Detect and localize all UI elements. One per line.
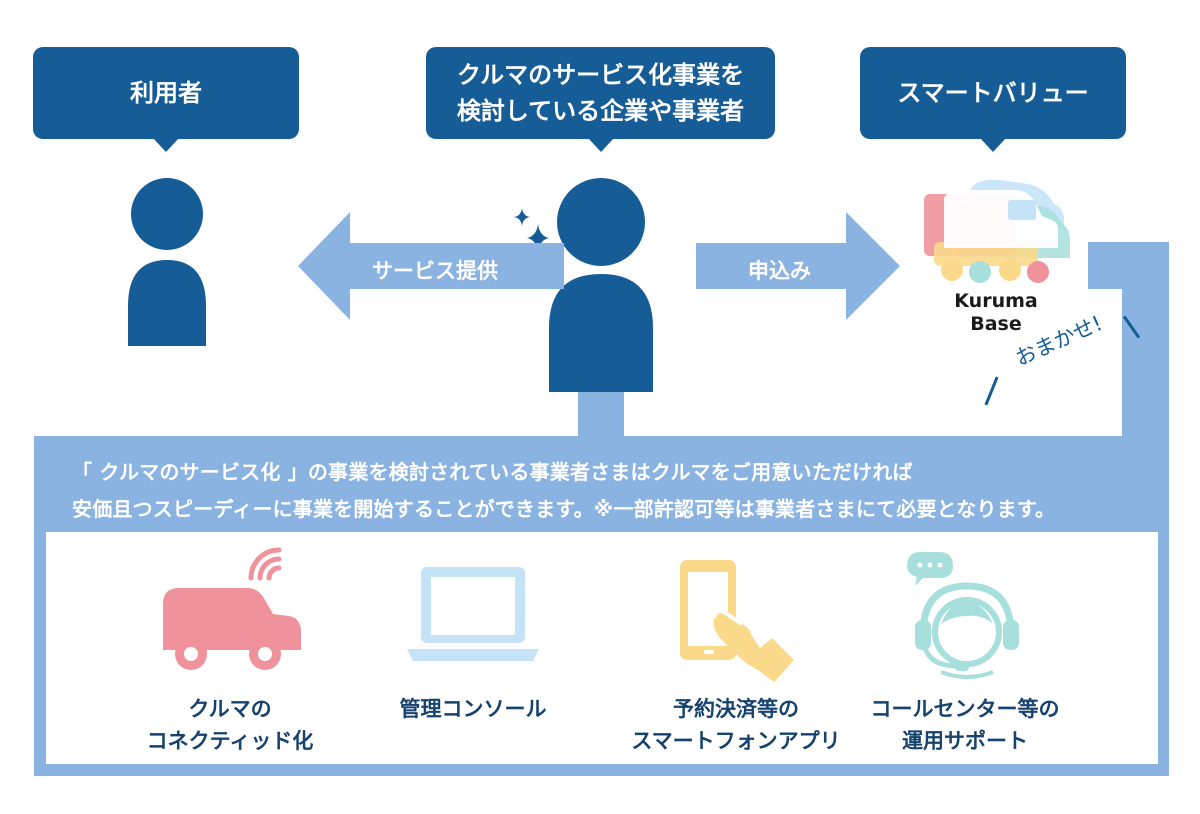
user-person-icon	[128, 178, 206, 346]
apply-arrow	[696, 212, 900, 320]
connector-top-bar	[1088, 242, 1169, 289]
omakase-tick-left	[984, 376, 999, 406]
user-bubble: 利用者	[33, 47, 299, 152]
service-arrow-label: サービス提供	[372, 259, 498, 283]
sparkle-icon	[514, 208, 549, 252]
info-line-2: 安価且つスピーディーに事業を開始することができます。※一部許認可等は事業者さまに…	[72, 497, 1056, 521]
smartvalue-bubble: スマートバリュー	[860, 47, 1126, 152]
smartvalue-bubble-text: スマートバリュー	[897, 79, 1089, 107]
logo-line-2: Base	[970, 313, 1022, 335]
apply-arrow-label: 申込み	[748, 259, 811, 283]
connected-car-icon	[163, 547, 301, 670]
business-person-icon	[549, 178, 653, 392]
service-arrow	[298, 212, 564, 320]
info-line-1: 「 クルマのサービス化 」の事業を検討されている事業者さまはクルマをご用意いただ…	[72, 460, 913, 484]
kuruma-base-logo-text: Kuruma Base	[940, 290, 1052, 336]
kuruma-base-logo-icon	[924, 179, 1070, 283]
feature-label-call-center: コールセンター等の 運用サポート	[870, 697, 1060, 753]
feature-label-console: 管理コンソール	[399, 697, 547, 721]
smartphone-hand-icon	[680, 560, 794, 682]
laptop-icon	[407, 567, 539, 661]
feature-label-connected-car: クルマの コネクティッド化	[146, 697, 314, 753]
user-bubble-text: 利用者	[130, 79, 202, 107]
feature-label-smartphone-app: 予約決済等の スマートフォンアプリ	[631, 697, 841, 753]
logo-line-1: Kuruma	[954, 290, 1038, 312]
headset-operator-icon	[907, 552, 1019, 679]
business-bubble: クルマのサービス化事業を 検討している企業や事業者	[426, 47, 775, 152]
business-bubble-text: クルマのサービス化事業を 検討している企業や事業者	[456, 61, 745, 125]
